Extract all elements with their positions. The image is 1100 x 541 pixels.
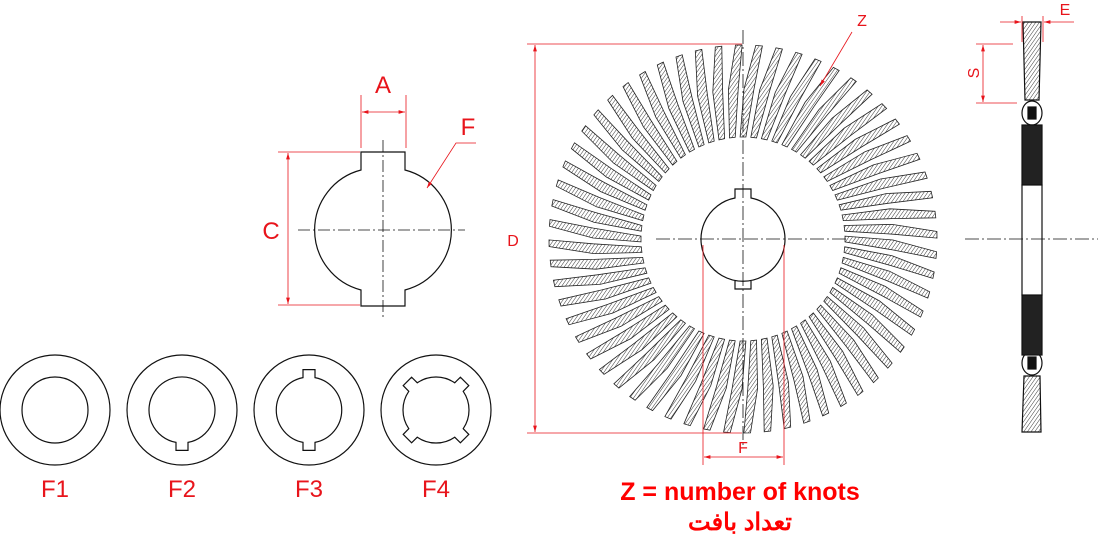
knot-bristle [843, 246, 935, 279]
knot-bristle [723, 340, 747, 434]
knot-bristle [771, 58, 822, 144]
knot-bristle [834, 277, 916, 336]
variant-bore [21, 376, 89, 444]
knot-bristle [558, 277, 652, 307]
knot-bristle [598, 312, 678, 375]
variant-bore [275, 369, 343, 451]
label-s: S [966, 68, 983, 79]
knot-bristle [844, 235, 938, 259]
knot-bristle [622, 82, 678, 166]
knot-bristle [800, 89, 873, 159]
knot-bristle [829, 286, 905, 353]
knot-bristle [816, 118, 900, 174]
knot-bristle [613, 319, 686, 389]
variant-label: F2 [168, 476, 196, 503]
knot-bristle [843, 223, 938, 239]
bore-variants [0, 354, 492, 466]
caption-persian: تعداد بافت [688, 509, 792, 536]
knot-bristle [549, 256, 645, 270]
variant-outer-ring [380, 354, 492, 466]
knot-bristle [823, 135, 912, 182]
knot-bristle [548, 219, 642, 243]
disc-hub [656, 30, 846, 445]
knot-bristle [581, 125, 657, 192]
caption-english: Z = number of knots [620, 478, 860, 506]
bore-detail [298, 140, 465, 318]
knot-bristle [838, 267, 924, 318]
brush-disc [548, 44, 938, 434]
knot-bristle [841, 208, 937, 222]
knot-bristle [823, 296, 893, 369]
knot-bristle [739, 44, 763, 138]
label-f-bore: F [738, 440, 748, 457]
knot-bristle [760, 337, 774, 433]
side-view [965, 21, 1098, 433]
knot-bristle [551, 199, 643, 232]
knot-bristle [727, 44, 743, 139]
knot-bristle [562, 160, 648, 211]
label-a: A [375, 72, 391, 99]
knot-bristle [808, 103, 888, 166]
disc-dimensions [527, 31, 853, 465]
knot-bristle [781, 66, 840, 148]
knot-bristle [675, 54, 705, 148]
variant-bore [402, 376, 470, 444]
knot-bristle [790, 77, 857, 153]
label-f-form: F [461, 114, 476, 141]
side-dimensions [976, 16, 1074, 104]
variant-label: F4 [422, 476, 450, 503]
knot-bristle [829, 152, 921, 191]
knot-bristle [838, 190, 934, 211]
knot-bristle [664, 334, 715, 420]
knot-bristle [703, 339, 736, 431]
bore-dimensions [278, 95, 476, 306]
knot-bristle [834, 171, 928, 201]
knot-bristle [750, 47, 783, 139]
knot-bristle [816, 304, 879, 384]
knot-bristle [800, 319, 847, 408]
variant-label: F3 [295, 476, 323, 503]
knot-bristle [760, 51, 803, 141]
knot-bristle [656, 61, 695, 153]
knot-bristle [555, 179, 645, 222]
bore-outline [314, 151, 452, 307]
knot-bristle [639, 70, 686, 159]
knot-bristle [548, 239, 643, 255]
knot-bristle [781, 330, 811, 424]
knot-bristle [791, 325, 830, 417]
knot-bristle [607, 94, 670, 174]
knot-bristle [743, 339, 759, 434]
knot-bristle [593, 109, 663, 182]
knot-bristle [552, 267, 648, 288]
label-d: D [507, 233, 519, 250]
label-z: Z [857, 13, 867, 30]
variant-outer-ring [253, 354, 365, 466]
variant-outer-ring [0, 354, 111, 466]
knot-bristle [574, 296, 663, 343]
variant-label: F1 [41, 476, 69, 503]
knot-bristle [586, 304, 670, 360]
variant-outer-ring [126, 354, 238, 466]
knot-bristle [565, 287, 657, 326]
knot-bristle [808, 312, 864, 396]
knot-bristle [694, 48, 715, 144]
knot-bristle [841, 256, 931, 299]
label-c: C [262, 218, 279, 245]
variant-bore [148, 376, 216, 451]
knot-bristle [712, 45, 726, 141]
knot-bristle [629, 325, 696, 401]
knot-bristle [683, 337, 726, 427]
knot-bristle [570, 142, 652, 201]
label-e: E [1060, 2, 1071, 19]
knot-bristle [646, 330, 705, 412]
